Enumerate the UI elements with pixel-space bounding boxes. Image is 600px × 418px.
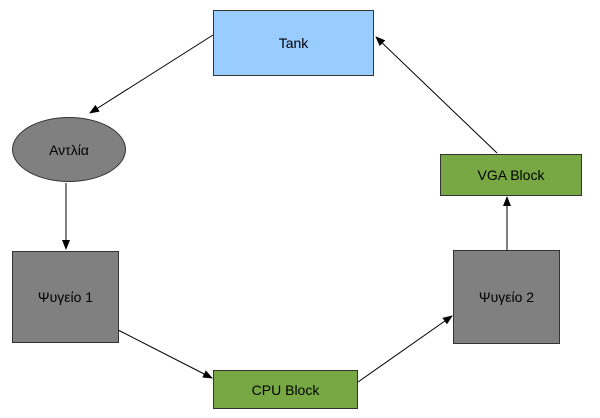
pump-node: Αντλία [12,117,126,182]
radiator-2-node: Ψυγείο 2 [453,250,560,344]
cpu-block-node: CPU Block [213,370,358,409]
edge-tank-to-pump [89,34,214,114]
radiator-1-label: Ψυγείο 1 [37,289,94,305]
radiator-2-label: Ψυγείο 2 [478,289,535,305]
edge-radiator1-to-cpu [117,329,213,379]
edge-cpu-to-radiator2 [357,315,453,383]
edge-vga-to-tank [375,36,498,154]
pump-label: Αντλία [49,141,89,158]
tank-label: Tank [278,35,309,51]
cpu-block-label: CPU Block [251,381,320,398]
tank-node: Tank [213,10,374,76]
vga-block-node: VGA Block [440,154,582,196]
radiator-1-node: Ψυγείο 1 [12,251,119,343]
vga-block-label: VGA Block [477,167,545,183]
